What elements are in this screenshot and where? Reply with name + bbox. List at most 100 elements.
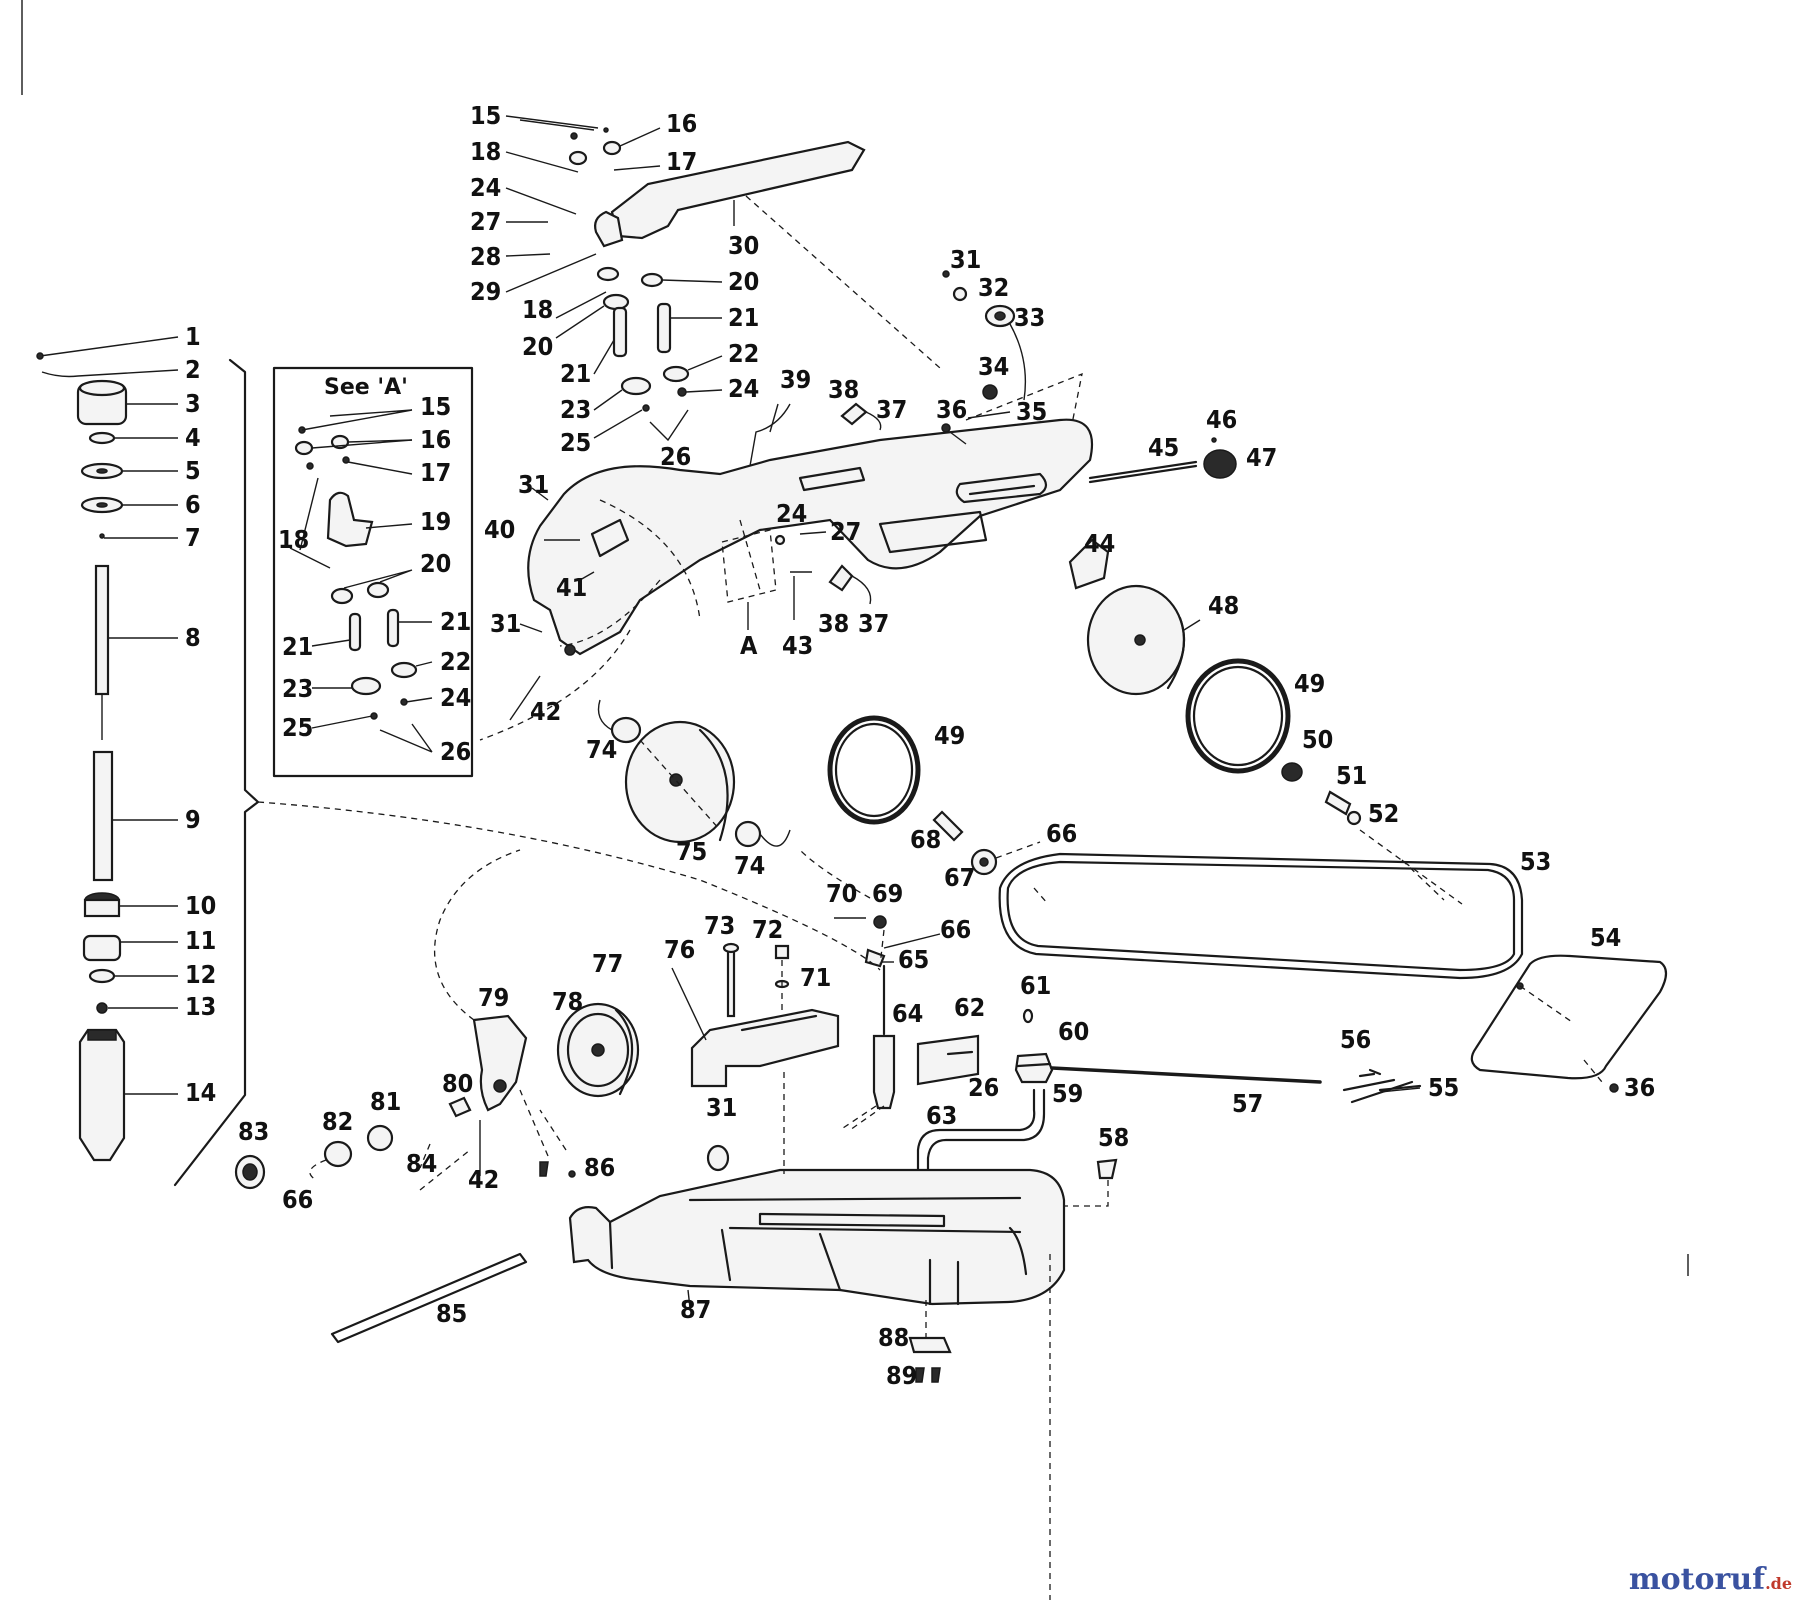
part-callout-c-17: 17 (666, 147, 697, 176)
part-callout-c-32: 32 (978, 273, 1009, 302)
part-callout-c-5: 5 (185, 456, 201, 485)
part-callout-c-25i: 25 (282, 713, 313, 742)
part-callout-c-89: 89 (886, 1361, 917, 1390)
part-callout-c-35: 35 (1016, 397, 1047, 426)
part-callout-c-79: 79 (478, 983, 509, 1012)
watermark-main: motoruf (1628, 1562, 1766, 1597)
blade-and-guard (998, 852, 1668, 1093)
part-callout-c-81: 81 (370, 1087, 401, 1116)
part-callout-c-26b: 26 (968, 1073, 999, 1102)
part-callout-c-27b: 27 (830, 517, 861, 546)
part-callout-c-73: 73 (704, 911, 735, 940)
arm-housing: A (479, 270, 1237, 741)
part-callout-c-31b: 31 (518, 470, 549, 499)
part-callout-c-48: 48 (1208, 591, 1239, 620)
part-callout-c-47: 47 (1246, 443, 1277, 472)
watermark-suffix: .de (1765, 1574, 1792, 1593)
part-callout-c-15: 15 (470, 101, 501, 130)
part-callout-c-40: 40 (484, 515, 515, 544)
part-callout-c-38b: 38 (818, 609, 849, 638)
part-callout-c-20i: 20 (420, 549, 451, 578)
part-callout-c-9: 9 (185, 805, 201, 834)
part-callout-c-26i: 26 (440, 737, 471, 766)
part-callout-c-24: 24 (470, 173, 501, 202)
part-callout-c-26: 26 (660, 442, 691, 471)
upper-arm-assembly (505, 115, 941, 442)
part-callout-c-39: 39 (780, 365, 811, 394)
part-callout-c-63: 63 (926, 1101, 957, 1130)
part-callout-c-49: 49 (1294, 669, 1325, 698)
part-callout-c-60: 60 (1058, 1017, 1089, 1046)
part-callout-c-41: 41 (556, 573, 587, 602)
part-callout-c-36b: 36 (1624, 1073, 1655, 1102)
part-callout-c-44: 44 (1084, 529, 1115, 558)
part-callout-c-82: 82 (322, 1107, 353, 1136)
part-callout-c-11: 11 (185, 926, 216, 955)
part-callout-c-78: 78 (552, 987, 583, 1016)
part-callout-c-18i: 18 (278, 525, 309, 554)
tension-assembly (799, 849, 941, 1131)
part-callout-c-80: 80 (442, 1069, 473, 1098)
part-callout-c-83: 83 (238, 1117, 269, 1146)
part-callout-c-16i: 16 (420, 425, 451, 454)
part-callout-c-31c: 31 (490, 609, 521, 638)
part-callout-c-88: 88 (878, 1323, 909, 1352)
part-callout-c-2: 2 (185, 355, 201, 384)
lower-wheel-assembly (597, 699, 1041, 876)
part-callout-c-21i: 21 (440, 607, 471, 636)
part-callout-c-62: 62 (954, 993, 985, 1022)
part-callout-c-24i: 24 (440, 683, 471, 712)
part-callout-c-20: 20 (728, 267, 759, 296)
part-callout-c-21j: 21 (282, 632, 313, 661)
shaft-assembly (36, 336, 179, 1162)
part-callout-c-87: 87 (680, 1295, 711, 1324)
watermark-logo: motoruf.de (1629, 1562, 1792, 1597)
part-callout-c-21b: 21 (560, 359, 591, 388)
part-callout-c-14: 14 (185, 1078, 216, 1107)
part-callout-c-67: 67 (944, 863, 975, 892)
part-callout-c-75: 75 (676, 837, 707, 866)
part-callout-c-38: 38 (828, 375, 859, 404)
part-callout-c-69: 69 (872, 879, 903, 908)
part-callout-c-70: 70 (826, 879, 857, 908)
part-callout-c-74b: 74 (734, 851, 765, 880)
part-callout-c-10: 10 (185, 891, 216, 920)
base-casting (330, 1072, 1066, 1600)
part-callout-c-4: 4 (185, 423, 201, 452)
detail-a-label: A (740, 631, 758, 660)
part-callout-c-37: 37 (876, 395, 907, 424)
part-callout-c-49b: 49 (934, 721, 965, 750)
part-callout-c-7: 7 (185, 523, 201, 552)
part-callout-c-76: 76 (664, 935, 695, 964)
part-callout-c-23: 23 (560, 395, 591, 424)
part-callout-c-72: 72 (752, 915, 783, 944)
inset-see-a: See 'A' (272, 366, 474, 778)
part-callout-c-74: 74 (586, 735, 617, 764)
assembly-arc (257, 801, 881, 971)
part-callout-c-56: 56 (1340, 1025, 1371, 1054)
part-callout-c-28: 28 (470, 242, 501, 271)
part-callout-c-24c: 24 (776, 499, 807, 528)
upper-wheel-assembly (1068, 538, 1463, 905)
inset-title: See 'A' (324, 375, 408, 400)
part-callout-c-53: 53 (1520, 847, 1551, 876)
part-callout-c-23i: 23 (282, 674, 313, 703)
part-callout-c-8: 8 (185, 623, 201, 652)
part-callout-c-64: 64 (892, 999, 923, 1028)
part-callout-c-59: 59 (1052, 1079, 1083, 1108)
part-callout-c-6: 6 (185, 490, 201, 519)
part-callout-c-33: 33 (1014, 303, 1045, 332)
part-callout-c-21: 21 (728, 303, 759, 332)
part-callout-c-45: 45 (1148, 433, 1179, 462)
part-callout-c-22i: 22 (440, 647, 471, 676)
part-callout-c-66a: 66 (1046, 819, 1077, 848)
part-callout-c-57: 57 (1232, 1089, 1263, 1118)
part-callout-c-58: 58 (1098, 1123, 1129, 1152)
part-callout-c-46: 46 (1206, 405, 1237, 434)
part-callout-c-15i: 15 (420, 392, 451, 421)
part-callout-c-71: 71 (800, 963, 831, 992)
part-callout-c-84: 84 (406, 1149, 437, 1178)
part-callout-c-34: 34 (978, 352, 1009, 381)
